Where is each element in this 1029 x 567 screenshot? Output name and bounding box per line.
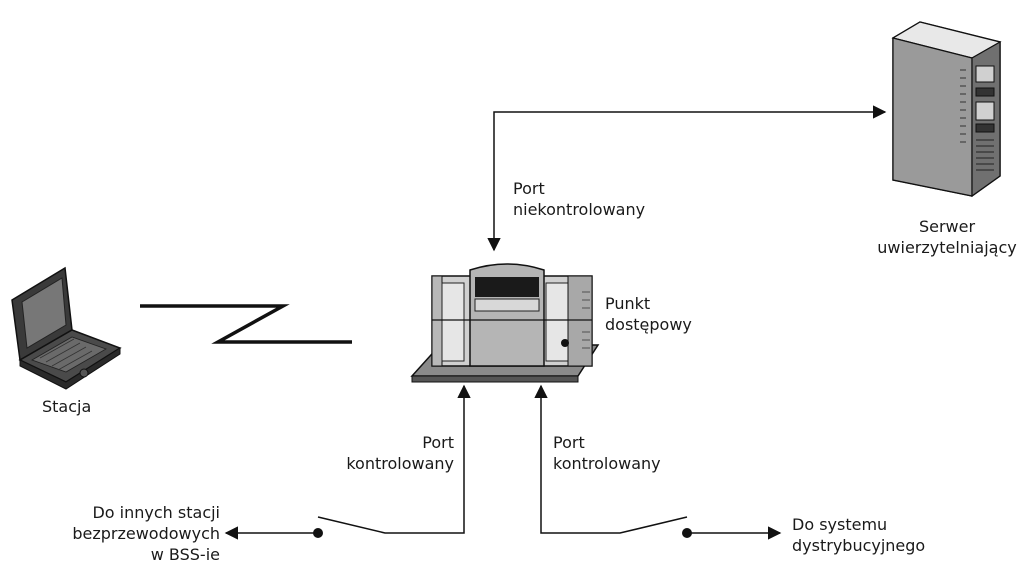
auth-server-label-line-2: uwierzytelniający [877,238,1017,257]
access-point-label-line-2: dostępowy [605,315,692,334]
access-point-label: Punkt dostępowy [605,293,692,335]
to-distribution-system-label-line-1: Do systemu [792,515,888,534]
uncontrolled-port-label-line-1: Port [513,179,545,198]
controlled-port-left-label-line-2: kontrolowany [346,454,454,473]
station-label-line: Stacja [42,397,92,416]
server-tower-icon [891,21,1002,198]
to-other-stations-label-line-1: Do innych stacji [92,503,220,522]
wireless-link [140,304,352,344]
to-other-stations-label-line-2: bezprzewodowych [72,524,220,543]
controlled-port-right-path [534,384,688,534]
to-distribution-system-label: Do systemu dystrybucyjnego [792,514,925,556]
to-other-stations-label: Do innych stacji bezprzewodowych w BSS-i… [30,502,220,565]
controlled-port-left-label-line-1: Port [422,433,454,452]
controlled-port-left-label: Port kontrolowany [304,432,454,474]
to-other-stations-label-line-3: w BSS-ie [150,545,220,564]
station-label: Stacja [42,396,91,417]
uncontrolled-port-label: Port niekontrolowany [513,178,645,220]
uncontrolled-port-label-line-2: niekontrolowany [513,200,646,219]
auth-server-label-line-1: Serwer [918,217,976,236]
auth-server-label: Serwer uwierzytelniający [872,216,1022,258]
controlled-port-right-label: Port kontrolowany [553,432,661,474]
uncontrolled-port-link [487,105,887,252]
controlled-port-right-label-line-1: Port [553,433,585,452]
access-point-icon [410,263,600,383]
access-point-label-line-1: Punkt [605,294,651,313]
controlled-port-right-label-line-2: kontrolowany [553,454,661,473]
to-distribution-system-label-line-2: dystrybucyjnego [792,536,926,555]
laptop-icon [11,266,122,390]
controlled-port-left-path [317,384,471,534]
